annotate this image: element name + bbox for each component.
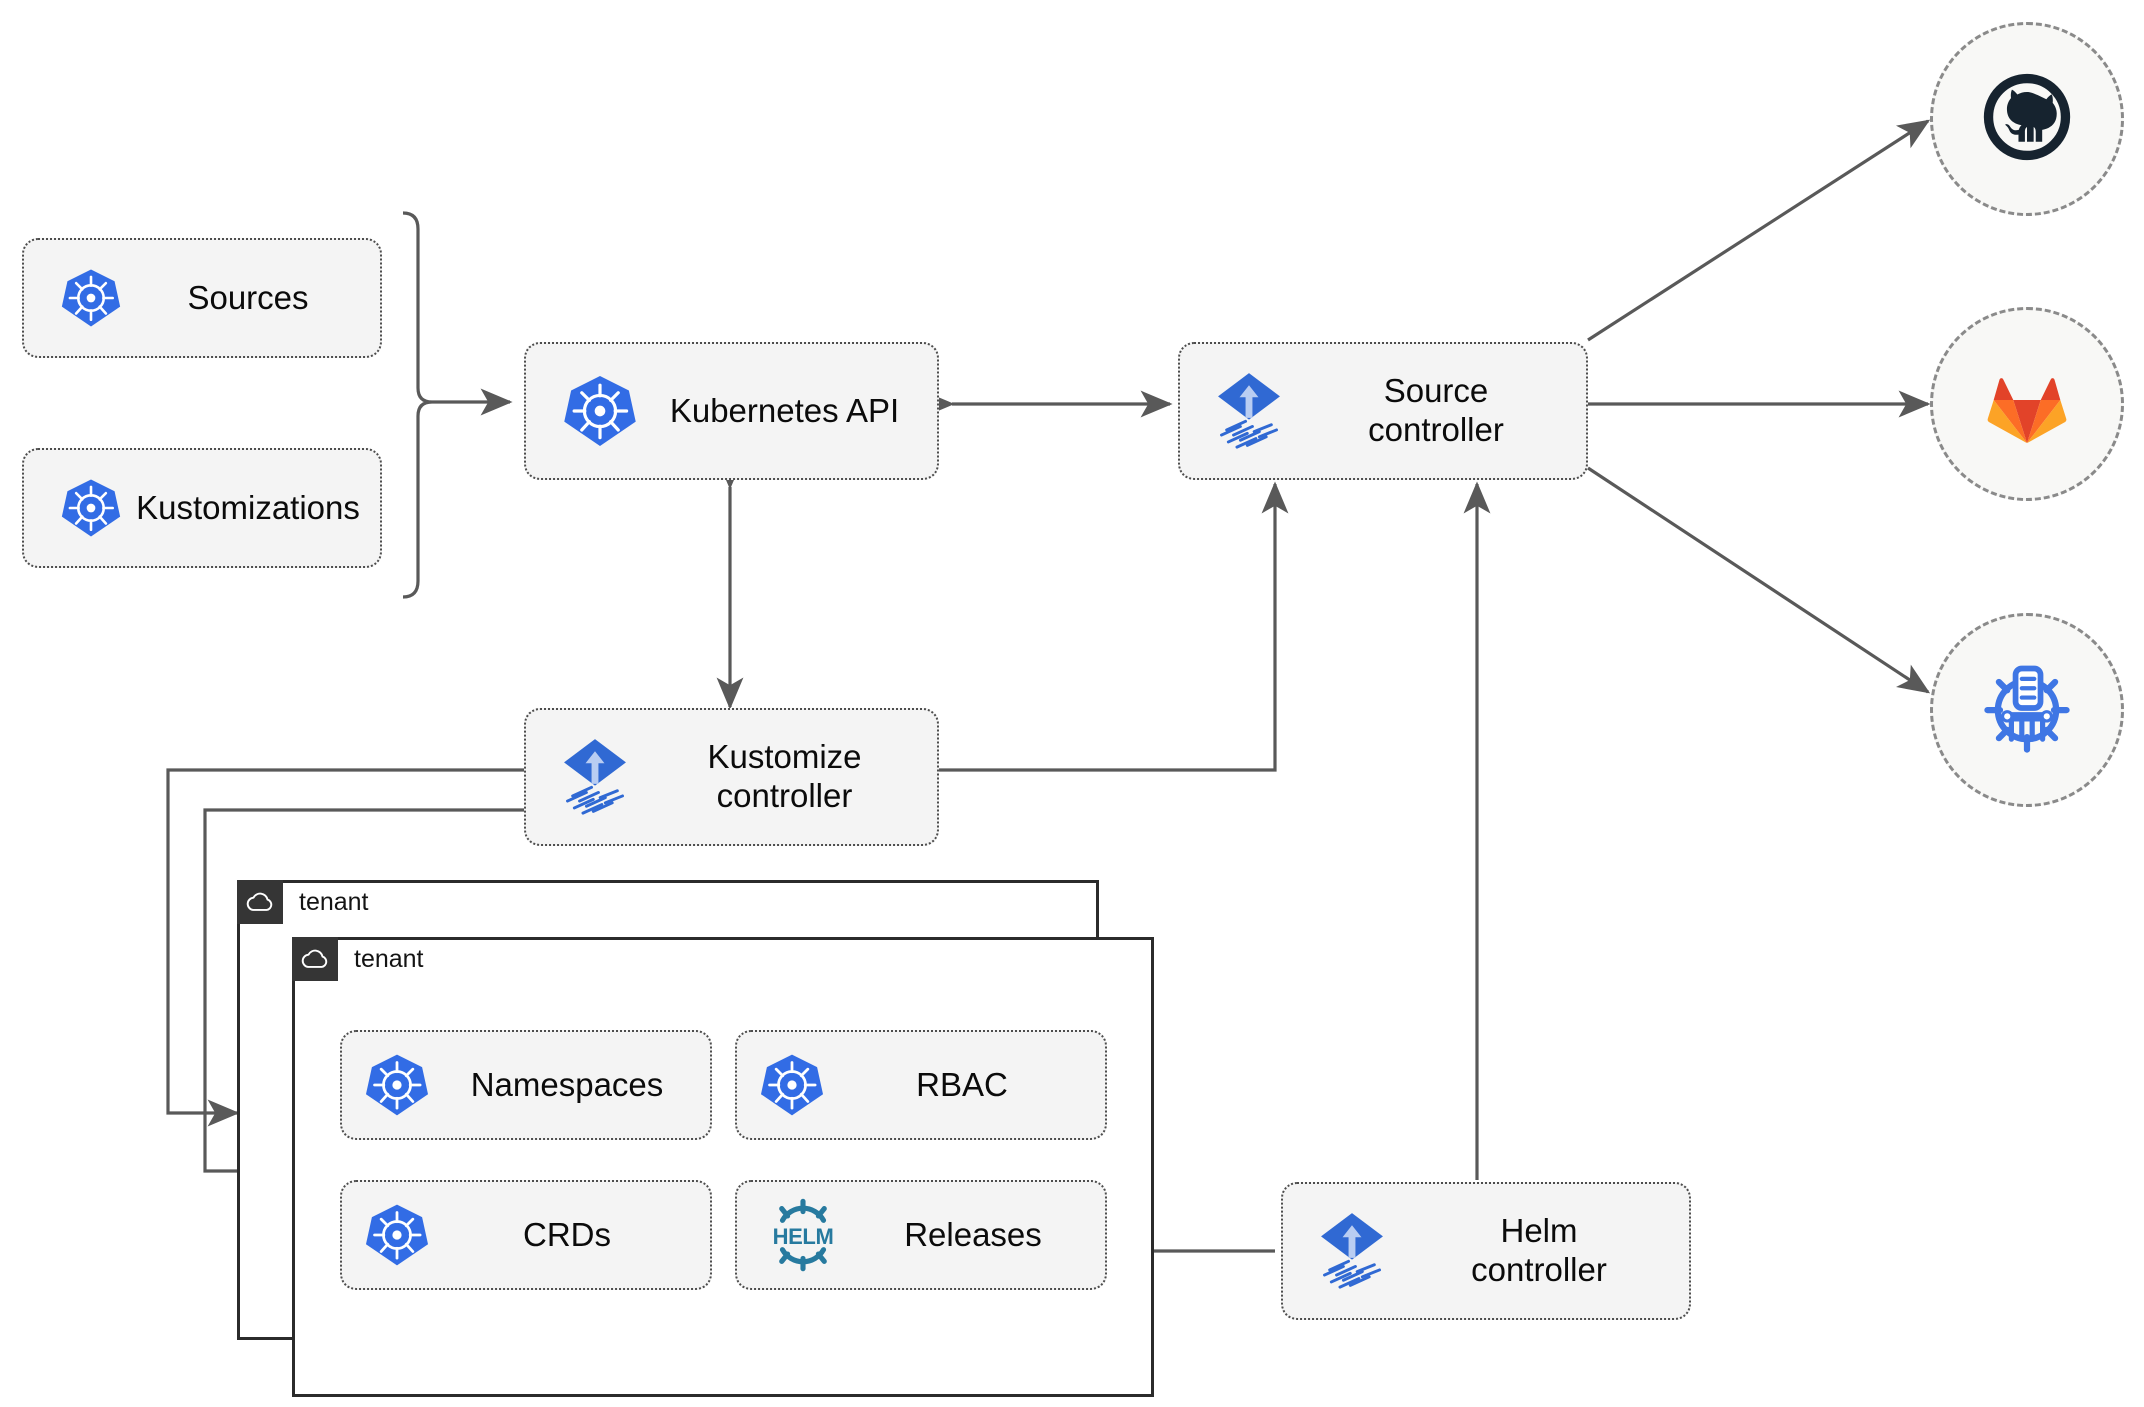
node-kubernetes-api[interactable]: Kubernetes API xyxy=(524,342,939,480)
tenant-tab-1[interactable]: tenant xyxy=(237,880,1007,924)
node-gitlab[interactable] xyxy=(1930,307,2124,501)
edge-kustomize-to-source xyxy=(938,481,1289,772)
node-kustomizations[interactable]: Kustomizations xyxy=(22,448,382,568)
gitlab-icon xyxy=(1978,353,2076,456)
tenant-panel-2[interactable] xyxy=(292,937,1154,1397)
tenant-tab-1-label: tenant xyxy=(299,887,369,916)
node-source-controller[interactable]: Source controller xyxy=(1178,342,1588,480)
cloud-icon xyxy=(237,880,283,924)
flux-icon xyxy=(552,734,638,820)
kubernetes-icon xyxy=(364,1052,430,1118)
node-kustomize-controller-label: Kustomize controller xyxy=(707,738,862,814)
kubernetes-icon xyxy=(60,267,122,329)
bracket-connector xyxy=(402,211,433,599)
edge-source-to-github xyxy=(1587,119,1931,342)
cloud-icon xyxy=(292,937,338,981)
node-source-controller-label: Source controller xyxy=(1368,372,1504,448)
kubernetes-icon xyxy=(364,1202,430,1268)
node-github[interactable] xyxy=(1930,22,2124,216)
kubernetes-icon xyxy=(759,1052,825,1118)
node-namespaces-label: Namespaces xyxy=(470,1065,664,1103)
node-kustomizations-label: Kustomizations xyxy=(136,488,360,526)
node-crds[interactable]: CRDs xyxy=(340,1180,712,1290)
helm-icon: HELM xyxy=(759,1197,847,1273)
node-kubernetes-api-label: Kubernetes API xyxy=(669,391,900,429)
tenant-tab-2[interactable]: tenant xyxy=(292,937,1062,981)
node-rbac[interactable]: RBAC xyxy=(735,1030,1107,1140)
node-sources[interactable]: Sources xyxy=(22,238,382,358)
helm-repository-icon xyxy=(1975,656,2079,765)
node-releases-label: Releases xyxy=(904,1215,1042,1253)
kubernetes-icon xyxy=(562,373,638,449)
github-icon xyxy=(1975,65,2079,174)
node-sources-label: Sources xyxy=(187,278,309,316)
node-helm-controller-label: Helm controller xyxy=(1471,1212,1607,1288)
node-crds-label: CRDs xyxy=(523,1215,611,1253)
flux-icon xyxy=(1206,368,1292,454)
node-namespaces[interactable]: Namespaces xyxy=(340,1030,712,1140)
svg-text:HELM: HELM xyxy=(773,1224,834,1249)
node-kustomize-controller[interactable]: Kustomize controller xyxy=(524,708,939,846)
tenant-tab-2-label: tenant xyxy=(354,944,424,973)
flux-icon xyxy=(1309,1208,1395,1294)
node-helm-controller[interactable]: Helm controller xyxy=(1281,1182,1691,1320)
edge-source-to-helm-repository xyxy=(1587,466,1931,694)
kubernetes-icon xyxy=(60,477,122,539)
node-releases[interactable]: HELM Releases xyxy=(735,1180,1107,1290)
node-rbac-label: RBAC xyxy=(916,1065,1008,1103)
node-helm-repository[interactable] xyxy=(1930,613,2124,807)
